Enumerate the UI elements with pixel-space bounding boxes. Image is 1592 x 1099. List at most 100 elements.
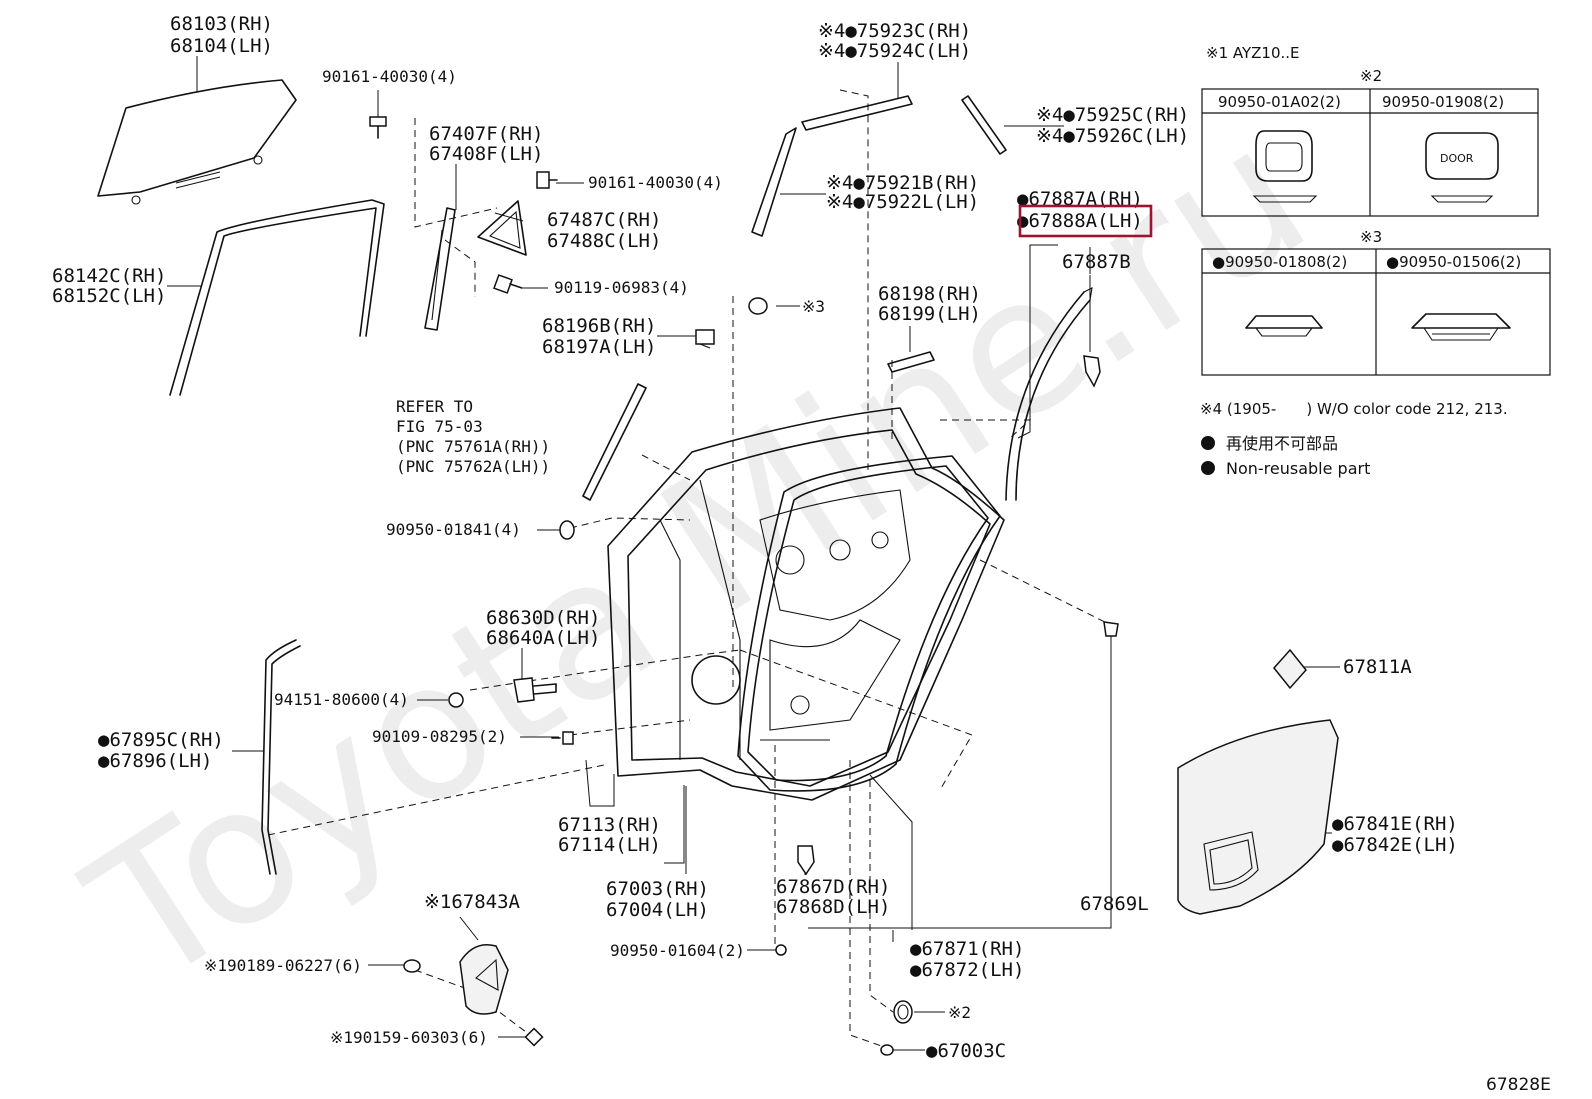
label-67888a: ●67888A(LH) bbox=[1017, 210, 1143, 232]
label-67843: ※167843A bbox=[424, 891, 521, 913]
hole-plug-x2 bbox=[893, 1000, 913, 1024]
door-hinge bbox=[513, 677, 557, 703]
label-refer-fig: FIG 75-03 bbox=[396, 417, 483, 436]
table-x3: ●90950-01808(2) ●90950-01506(2) bbox=[1201, 248, 1551, 376]
label-refer-to: REFER TO bbox=[396, 397, 473, 416]
label-68104: 68104(LH) bbox=[170, 35, 273, 57]
label-67407: 67407F(RH) bbox=[429, 123, 543, 145]
label-67887a: ●67887A(RH) bbox=[1017, 188, 1143, 210]
bolt-90109 bbox=[551, 731, 574, 745]
label-68142: 68142C(RH) bbox=[52, 265, 166, 287]
label-67003c: ●67003C bbox=[926, 1040, 1006, 1062]
reference-panel: ※1 AYZ10..E ※2 90950-01A02(2) 90950-0190… bbox=[1200, 44, 1551, 478]
legend-text-jp: 再使用不可部品 bbox=[1226, 434, 1338, 453]
label-67487: 67487C(RH) bbox=[547, 209, 661, 231]
label-90159: ※190159-60303(6) bbox=[330, 1028, 488, 1047]
label-67408: 67408F(LH) bbox=[429, 143, 543, 165]
label-68198: 68198(RH) bbox=[878, 283, 981, 305]
part-labels: 68103(RH) 68104(LH) 90161-40030(4) 67407… bbox=[52, 13, 1458, 1062]
label-refer-pnc-rh: (PNC 75761A(RH)) bbox=[396, 437, 550, 456]
label-67869: 67869L bbox=[1080, 893, 1149, 915]
label-90189: ※190189-06227(6) bbox=[204, 956, 362, 975]
label-94151: 94151-80600(4) bbox=[274, 690, 409, 709]
speaker-bracket bbox=[459, 944, 509, 1015]
highlight-box bbox=[1018, 204, 1153, 238]
screw-90159 bbox=[524, 1027, 544, 1047]
label-90950-01841: 90950-01841(4) bbox=[386, 520, 521, 539]
screw-90161-mid bbox=[536, 171, 558, 189]
label-refer-pnc-lh: (PNC 75762A(LH)) bbox=[396, 457, 550, 476]
pillar-garnish bbox=[582, 383, 647, 501]
label-75922: ※4●75922L(LH) bbox=[826, 191, 979, 213]
door-front-moulding bbox=[751, 127, 797, 237]
label-67867: 67867D(RH) bbox=[776, 876, 890, 898]
grommet-90950-01841 bbox=[559, 520, 575, 540]
label-68630: 68630D(RH) bbox=[486, 607, 600, 629]
service-hole-cover bbox=[1273, 648, 1307, 690]
plug-67003c bbox=[880, 1044, 894, 1056]
label-67871: ●67871(RH) bbox=[910, 938, 1024, 960]
clip-67869 bbox=[1103, 621, 1119, 637]
label-67811: 67811A bbox=[1343, 656, 1412, 678]
label-67113: 67113(RH) bbox=[558, 814, 661, 836]
label-68199: 68199(LH) bbox=[878, 303, 981, 325]
dashed-assembly-lines bbox=[267, 89, 1112, 1051]
rear-door-panel bbox=[607, 407, 1005, 801]
screw-90189 bbox=[403, 959, 421, 973]
door-plug-text: DOOR bbox=[1440, 152, 1474, 165]
label-68103: 68103(RH) bbox=[170, 13, 273, 35]
note-x3: ※3 bbox=[1360, 228, 1382, 246]
label-67004: 67004(LH) bbox=[606, 899, 709, 921]
label-75925: ※4●75925C(RH) bbox=[1036, 104, 1189, 126]
bracket-68198 bbox=[887, 351, 935, 373]
clip-67887b bbox=[1083, 355, 1101, 388]
label-68197: 68197A(LH) bbox=[542, 336, 656, 358]
figure-code: 67828E bbox=[1486, 1075, 1551, 1095]
bolt-90119 bbox=[493, 274, 523, 294]
label-90119: 90119-06983(4) bbox=[554, 278, 689, 297]
label-67841: ●67841E(RH) bbox=[1332, 813, 1458, 835]
note-x4: ※4 (1905- ) W/O color code 212, 213. bbox=[1200, 400, 1508, 418]
label-67887b: 67887B bbox=[1062, 251, 1131, 273]
label-68152: 68152C(LH) bbox=[52, 285, 166, 307]
x3-col1-header: ●90950-01808(2) bbox=[1212, 253, 1347, 271]
label-x3-clip: ※3 bbox=[802, 297, 825, 316]
label-67488: 67488C(LH) bbox=[547, 230, 661, 252]
label-90950-01604: 90950-01604(2) bbox=[610, 941, 745, 960]
label-90161-mid: 90161-40030(4) bbox=[588, 173, 723, 192]
note-x1: ※1 AYZ10..E bbox=[1206, 44, 1300, 62]
weatherstrip-67895 bbox=[261, 639, 301, 875]
division-bar bbox=[424, 207, 456, 331]
label-75923: ※4●75923C(RH) bbox=[818, 20, 971, 42]
label-90161-top: 90161-40030(4) bbox=[322, 67, 457, 86]
x3-col2-header: ●90950-01506(2) bbox=[1386, 253, 1521, 271]
rear-window-triangle bbox=[477, 200, 527, 256]
door-top-moulding bbox=[801, 95, 913, 131]
label-67896: ●67896(LH) bbox=[98, 750, 212, 772]
clip-x3 bbox=[748, 297, 768, 315]
screw-90161-top bbox=[369, 116, 387, 139]
label-67895: ●67895C(RH) bbox=[98, 729, 224, 751]
label-67872: ●67872(LH) bbox=[910, 959, 1024, 981]
door-weatherstrip bbox=[737, 455, 1001, 792]
door-glass bbox=[97, 79, 297, 205]
door-rear-moulding bbox=[961, 95, 1007, 155]
leader-lines bbox=[167, 56, 1340, 1051]
label-67114: 67114(LH) bbox=[558, 834, 661, 856]
label-75926: ※4●75926C(LH) bbox=[1036, 125, 1189, 147]
clip-68196 bbox=[695, 329, 715, 349]
nut-94151 bbox=[448, 692, 464, 708]
note-x2: ※2 bbox=[1360, 67, 1382, 85]
label-67868: 67868D(LH) bbox=[776, 896, 890, 918]
legend-bullet-jp bbox=[1201, 436, 1215, 450]
legend-bullet-en bbox=[1201, 461, 1215, 475]
table-x2: 90950-01A02(2) 90950-01908(2) DOOR bbox=[1201, 88, 1539, 217]
label-68196: 68196B(RH) bbox=[542, 315, 656, 337]
weatherstrip-67887 bbox=[1005, 287, 1093, 501]
x2-col2-header: 90950-01908(2) bbox=[1382, 93, 1504, 111]
label-67003: 67003(RH) bbox=[606, 878, 709, 900]
label-x2-plug: ※2 bbox=[948, 1003, 971, 1022]
legend-text-en: Non-reusable part bbox=[1226, 459, 1370, 478]
